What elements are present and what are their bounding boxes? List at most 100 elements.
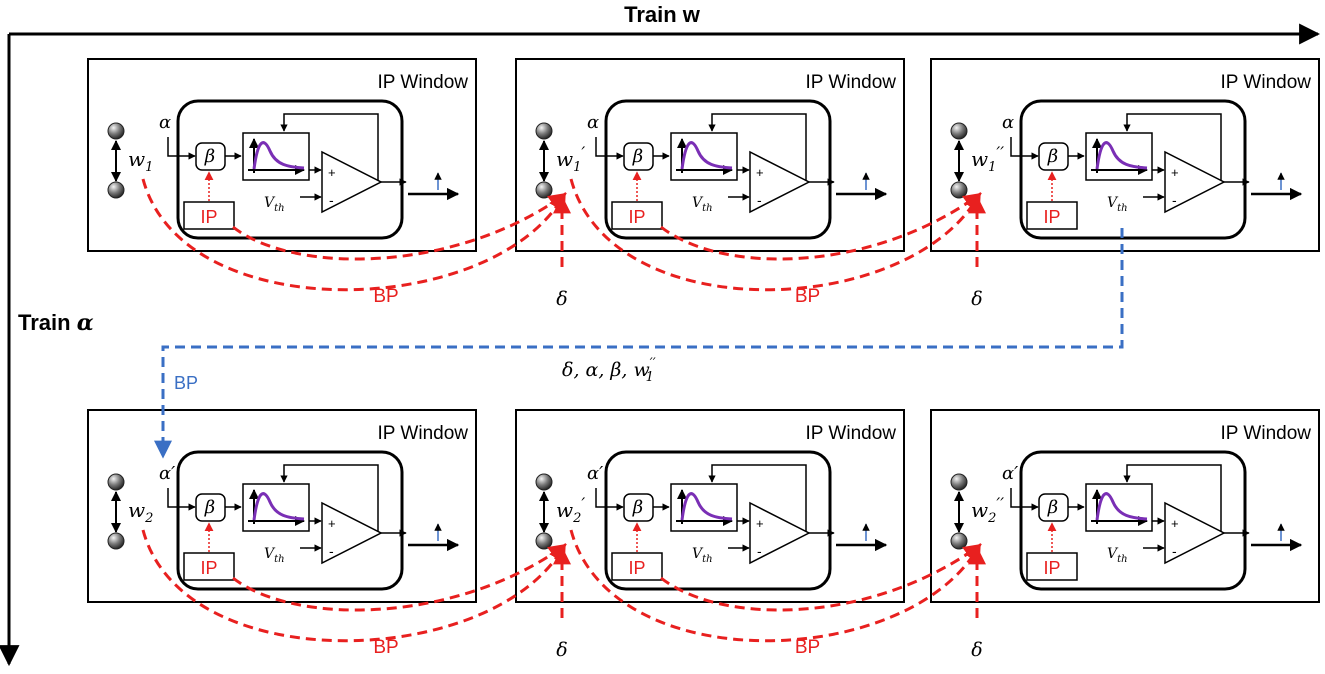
plus-sign: +: [328, 516, 336, 531]
ip-box: [1026, 552, 1078, 581]
window-title: IP Window: [806, 72, 897, 93]
ip-label: IP: [1043, 558, 1060, 578]
vth-label: Vth: [264, 546, 285, 565]
bp-label: BP: [795, 637, 820, 658]
ip-box: [1026, 201, 1078, 230]
ip-box: [183, 201, 235, 230]
ip-label: IP: [628, 207, 645, 227]
plus-sign: +: [1171, 516, 1179, 531]
bp-from-ip: [660, 192, 982, 261]
psp-kernel-box: [670, 483, 738, 532]
delta-label: δ: [556, 288, 567, 310]
weight-label: w2: [128, 498, 153, 526]
train-w-label: Train w: [624, 2, 701, 27]
vth-label: Vth: [1107, 195, 1128, 214]
psp-curve: [252, 492, 305, 521]
bp-from-weight: [141, 178, 566, 292]
beta-label: β: [1047, 146, 1058, 167]
post-neuron-ball: [950, 532, 968, 550]
weight-label: w1′: [556, 144, 585, 175]
comparator: [749, 501, 811, 565]
neuron-box: [1019, 99, 1247, 240]
alpha-label: α: [1002, 112, 1014, 133]
bp-label: BP: [373, 286, 398, 307]
bp-from-ip: [232, 543, 567, 612]
comparator: [321, 501, 383, 565]
weight-label: w1′′: [971, 144, 1004, 175]
vth-label: Vth: [692, 195, 713, 214]
alpha-label: α′: [1002, 463, 1018, 484]
minus-sign: -: [329, 543, 334, 559]
psp-curve: [1095, 141, 1148, 170]
psp-curve: [252, 141, 305, 170]
plus-sign: +: [1171, 165, 1179, 180]
vth-label: Vth: [264, 195, 285, 214]
ip-label: IP: [200, 207, 217, 227]
post-neuron-ball: [535, 181, 553, 199]
comparator: [321, 150, 383, 214]
train-alpha-axis: Train α: [0, 34, 94, 667]
ip-label: IP: [628, 558, 645, 578]
psp-curve: [680, 492, 733, 521]
neuron-box: [604, 99, 832, 240]
pre-neuron-ball: [107, 473, 125, 491]
neuron-box: [176, 99, 404, 240]
alpha-label: α: [587, 112, 599, 133]
pre-neuron-ball: [535, 473, 553, 491]
bp-label: BP: [373, 637, 398, 658]
train-w-axis: Train w: [9, 2, 1321, 45]
pre-neuron-ball: [950, 122, 968, 140]
pre-neuron-ball: [107, 122, 125, 140]
minus-sign: -: [757, 192, 762, 208]
comparator: [1164, 150, 1226, 214]
pre-neuron-ball: [950, 473, 968, 491]
bp-from-weight: [141, 529, 566, 643]
comparator: [1164, 501, 1226, 565]
psp-curve: [680, 141, 733, 170]
post-neuron-ball: [950, 181, 968, 199]
neuron-box: [176, 450, 404, 591]
bp-label: BP: [795, 286, 820, 307]
ip-box: [611, 201, 663, 230]
psp-kernel-box: [242, 483, 310, 532]
vth-label: Vth: [692, 546, 713, 565]
bp-from-weight: [569, 178, 981, 292]
cross-row-bp-label: BP: [174, 373, 198, 393]
minus-sign: -: [329, 192, 334, 208]
carry-over-params: δ, α, β, w′′1: [562, 356, 656, 385]
ip-box: [611, 552, 663, 581]
train-alpha-label: Train α: [18, 310, 94, 336]
bp-from-weight: [569, 529, 981, 643]
weight-label: w1: [128, 147, 153, 175]
weight-label: w2′′: [971, 495, 1004, 526]
ip-label: IP: [200, 558, 217, 578]
comparator: [749, 150, 811, 214]
minus-sign: -: [1172, 543, 1177, 559]
delta-label: δ: [971, 639, 982, 661]
window-title: IP Window: [1221, 423, 1312, 444]
psp-kernel-box: [670, 132, 738, 181]
neuron-box: [604, 450, 832, 591]
post-neuron-ball: [535, 532, 553, 550]
psp-kernel-box: [1085, 483, 1153, 532]
alpha-label: α′: [159, 463, 175, 484]
delta-label: δ: [556, 639, 567, 661]
neuron-box: [1019, 450, 1247, 591]
psp-kernel-box: [242, 132, 310, 181]
window-title: IP Window: [378, 72, 469, 93]
beta-label: β: [204, 497, 215, 518]
cross-row-bp: BP δ, α, β, w′′1: [154, 228, 1124, 459]
minus-sign: -: [1172, 192, 1177, 208]
post-neuron-ball: [107, 532, 125, 550]
plus-sign: +: [756, 165, 764, 180]
ip-label: IP: [1043, 207, 1060, 227]
beta-label: β: [632, 497, 643, 518]
